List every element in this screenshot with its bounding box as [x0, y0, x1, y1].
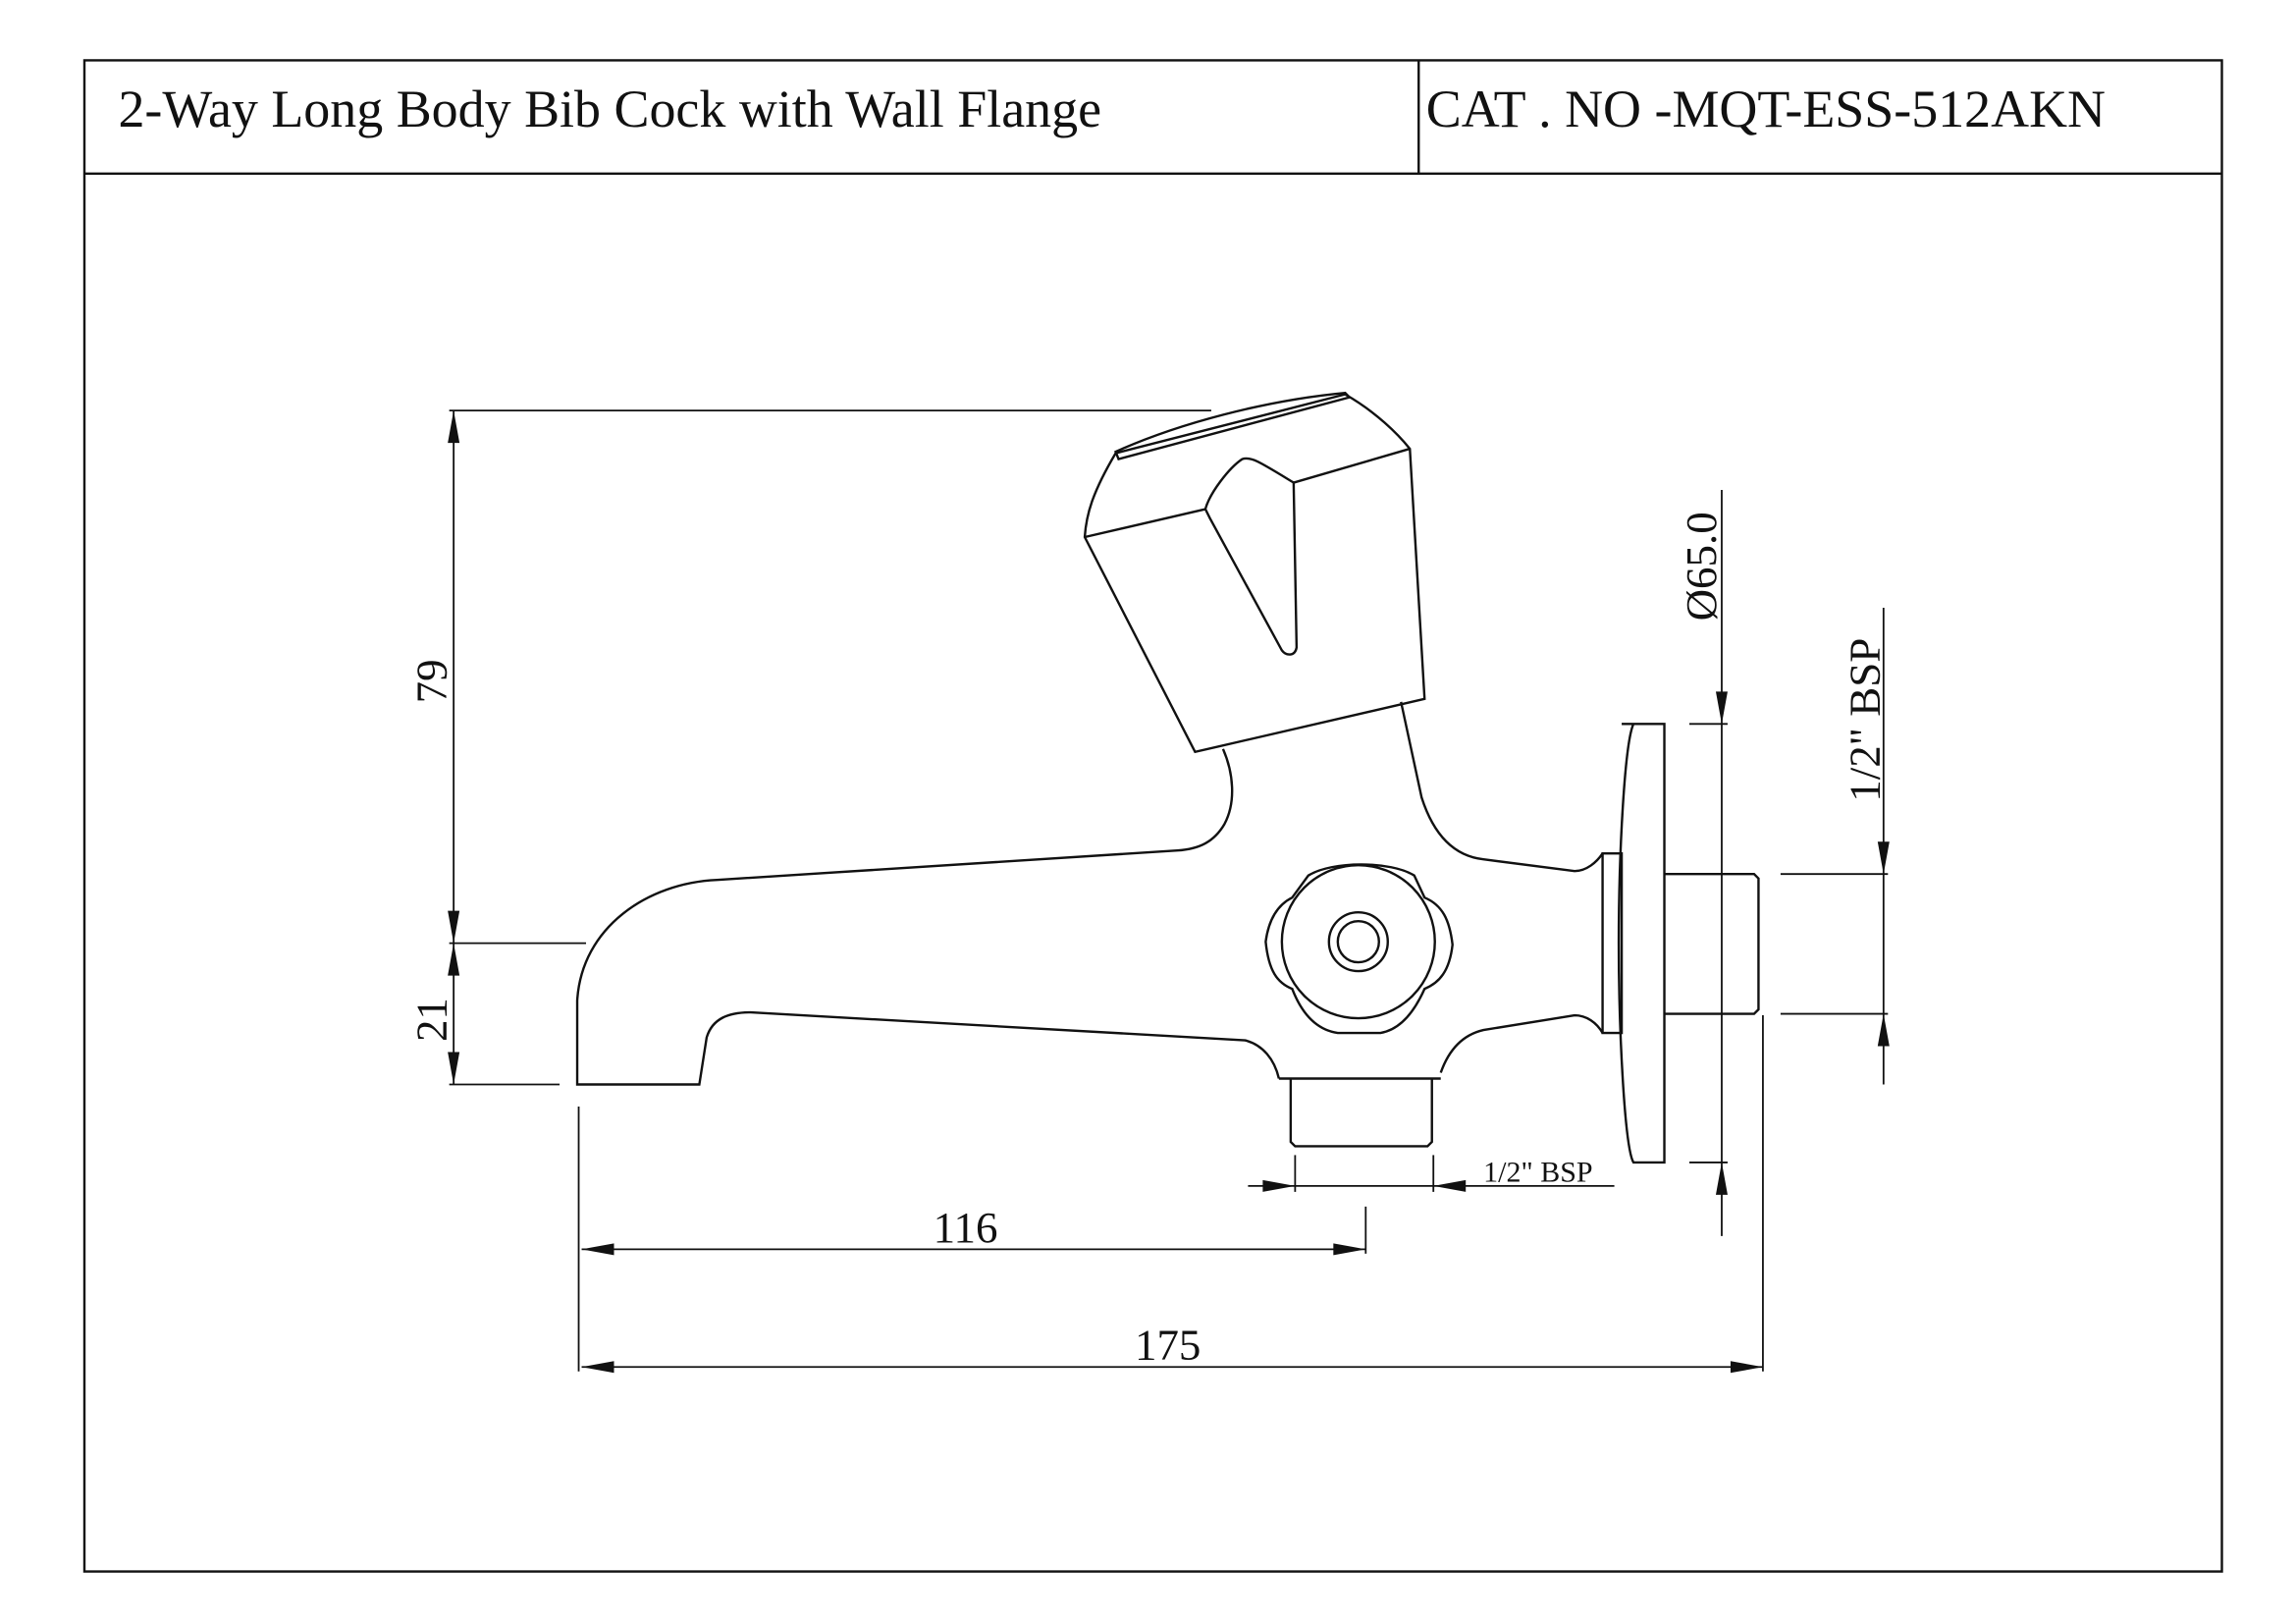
bottom-nipple — [1278, 1077, 1441, 1148]
hex-nut — [1264, 863, 1454, 1035]
dimension-116-label: 116 — [934, 1203, 998, 1252]
inlet-pipe — [1664, 872, 1760, 1015]
handle-indicator — [1203, 457, 1299, 656]
body-lower-right — [1439, 1013, 1604, 1073]
outlet-hole — [1336, 919, 1380, 964]
dimension-79-label: 79 — [407, 659, 456, 703]
inlet-thread-label: 1/2" BSP — [1840, 638, 1889, 802]
catalog-number: CAT . NO -MQT-ESS-512AKN — [1426, 80, 2106, 138]
body-upper-right — [1400, 701, 1604, 873]
dimension-horizontal: 116 175 — [577, 1015, 1764, 1374]
drawing-title: 2-Way Long Body Bib Cock with Wall Flang… — [118, 80, 1101, 138]
body-upper-left — [575, 748, 1281, 1086]
dimension-flange-diameter: Ø65.0 — [1677, 490, 1728, 1236]
hex-nut-face — [1280, 864, 1436, 1020]
handle-cap — [1113, 391, 1353, 461]
handle-top-edge — [1084, 447, 1411, 539]
outlet-thread-label: 1/2" BSP — [1483, 1156, 1592, 1188]
dimension-79: 79 21 — [407, 409, 1211, 1086]
dimension-21-label: 21 — [407, 998, 456, 1042]
faucet-outline — [575, 391, 1760, 1164]
flange-connector — [1601, 852, 1624, 1035]
drawing-frame — [82, 59, 2223, 1573]
outlet-ring — [1327, 910, 1389, 973]
handle-body — [1083, 393, 1426, 754]
dimension-inlet-thread: 1/2" BSP — [1780, 607, 1890, 1085]
dimension-outlet-thread: 1/2" BSP — [1248, 1155, 1615, 1192]
flange-diameter-label: Ø65.0 — [1677, 512, 1726, 621]
dimension-175-label: 175 — [1135, 1321, 1201, 1370]
wall-flange — [1617, 723, 1666, 1164]
